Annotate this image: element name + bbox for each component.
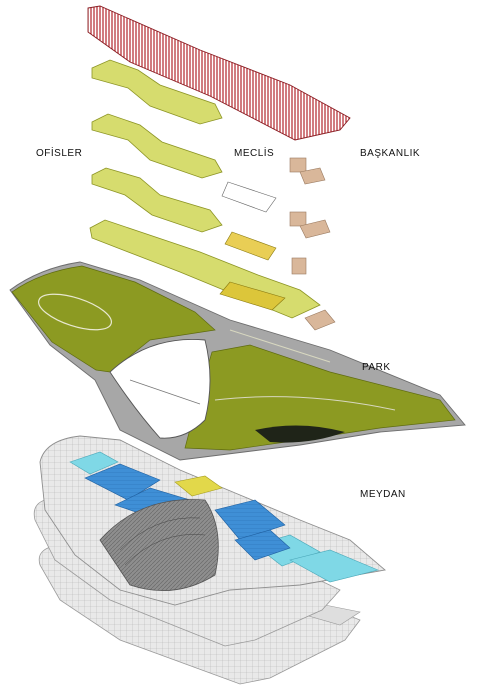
label-presidency: BAŞKANLIK [360,148,420,159]
label-assembly: MECLİS [234,146,274,159]
label-offices: OFİSLER [36,146,82,159]
roof-canopy [87,5,351,141]
office-floor-4 [91,59,223,125]
park-level [9,261,466,461]
label-square: MEYDAN [360,489,406,500]
office-floor-2 [91,167,331,261]
square-level [39,435,387,606]
label-park: PARK [362,362,391,373]
office-floor-1 [89,219,336,331]
office-floor-3 [91,113,326,185]
